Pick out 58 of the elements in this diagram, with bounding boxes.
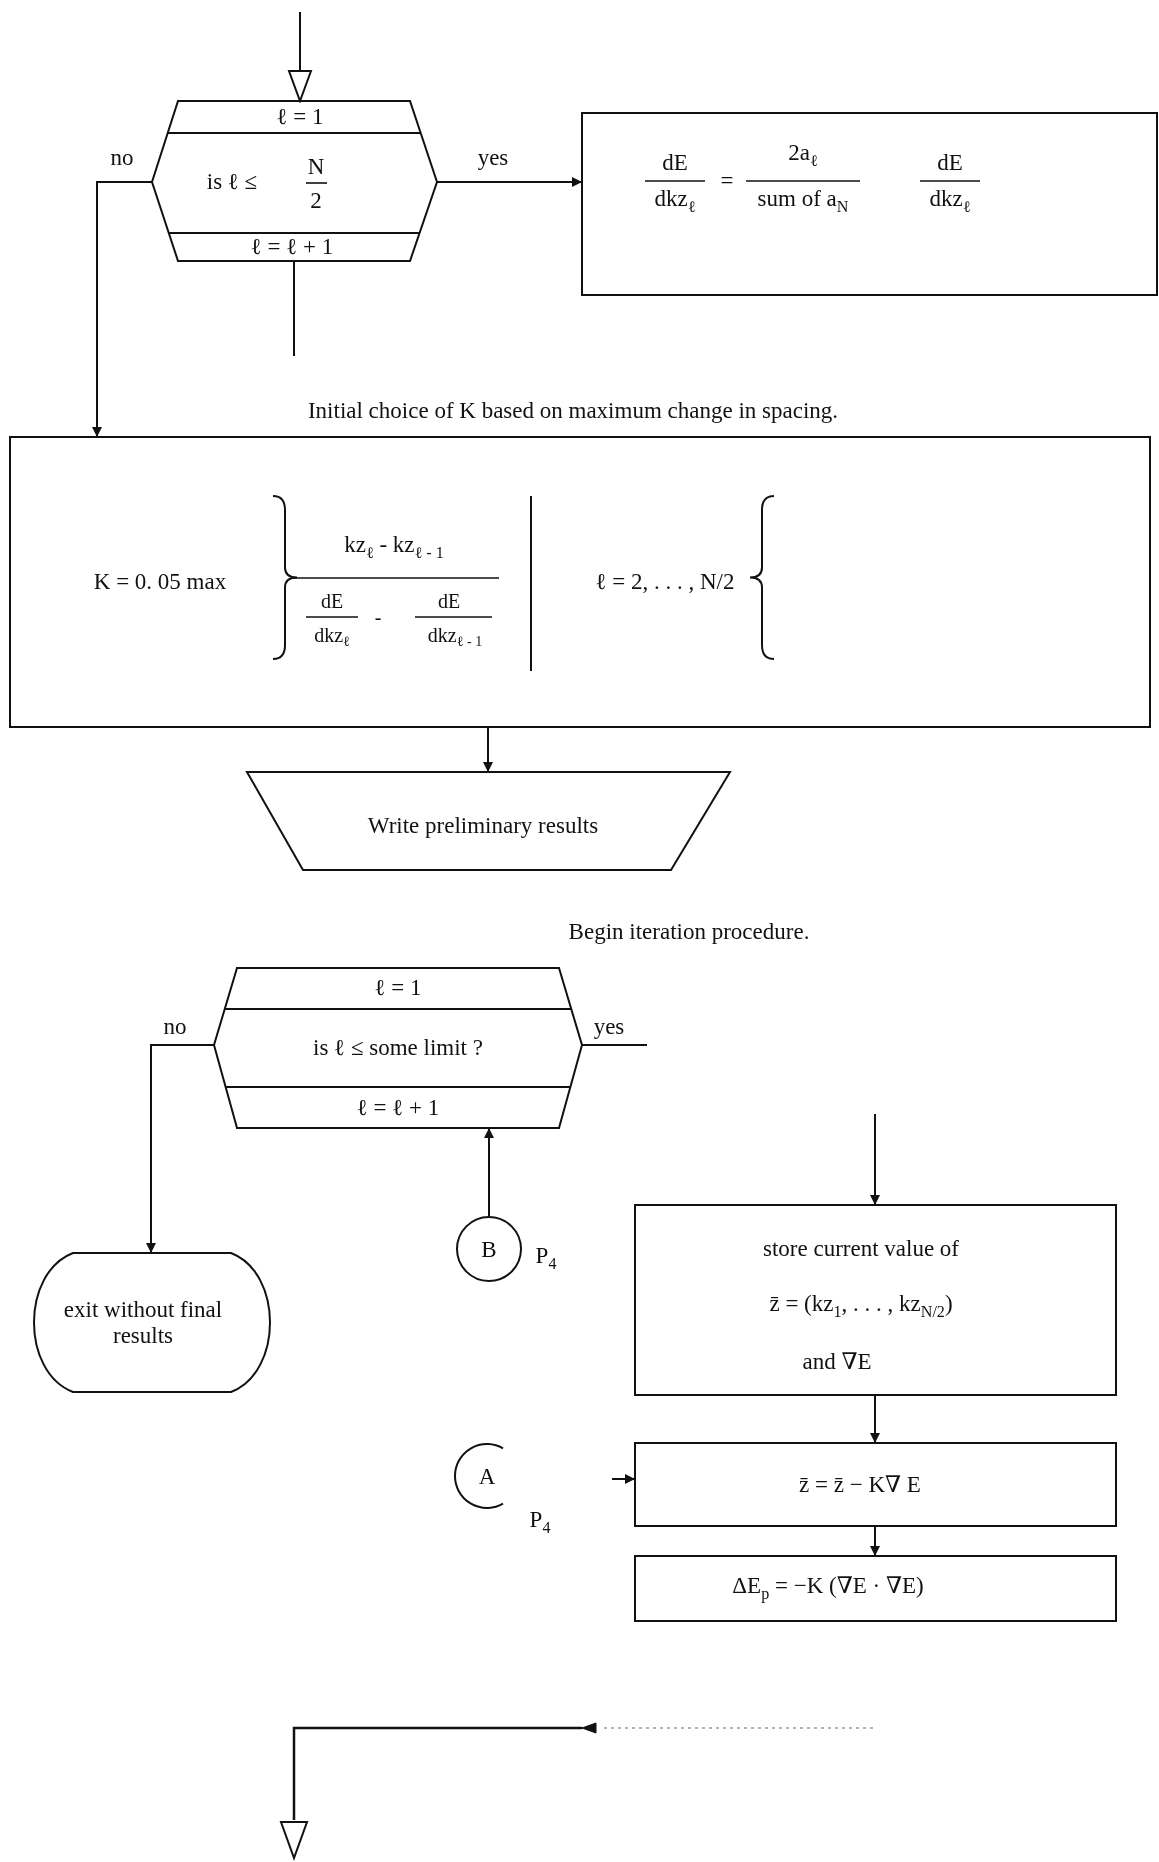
formula-text: z̄ = z̄ − K∇ E: [799, 1471, 921, 1499]
formula-text: dkz$_{ℓ - 1}$: [427, 623, 483, 651]
arrow: [436, 177, 583, 187]
formula-text: K = 0. 05 max: [93, 568, 227, 596]
arrow: [146, 1044, 215, 1254]
annotation-text: Begin iteration procedure.: [568, 918, 810, 946]
formula-text: dE: [937, 149, 963, 177]
formula-text: ΔE$_{p}$ = −K (∇E · ∇E): [732, 1572, 924, 1604]
condition-text: is ℓ ≤: [206, 168, 258, 196]
formula-text: z̄ = (kz$_{1}$, . . . , kz$_{N/2}$): [769, 1290, 953, 1322]
formula-text: dkz$_{ℓ}$: [314, 623, 350, 651]
node-text: Write preliminary results: [366, 812, 600, 840]
decision-hexagon: [214, 968, 582, 1128]
connector-line: [293, 260, 295, 357]
formula-text: dE: [437, 589, 461, 613]
formula-text: ℓ = 2, . . . , N/2: [595, 568, 735, 596]
decision-hexagon: [152, 101, 437, 261]
formula-text: and ∇E: [802, 1348, 872, 1376]
formula-text: dkz$_{ℓ}$: [929, 185, 971, 217]
condition-text: ℓ = ℓ + 1: [356, 1094, 440, 1122]
node-text: exit without final results: [62, 1296, 224, 1350]
formula-text: dkz$_{ℓ}$: [654, 185, 696, 217]
formula-text: kz$_{ℓ}$ - kz$_{ℓ - 1}$: [344, 531, 444, 563]
process-box: [635, 1556, 1116, 1621]
condition-text: ℓ = 1: [276, 103, 324, 131]
arrow: [870, 1113, 880, 1206]
formula-text: store current value of: [762, 1235, 960, 1263]
output-trapezoid: [247, 772, 730, 870]
formula-text: dE: [662, 149, 688, 177]
arrow: [484, 1127, 494, 1217]
arrow: [870, 1394, 880, 1444]
formula-text: sum of a$_{N}$: [757, 185, 849, 217]
condition-text: is ℓ ≤ some limit ?: [313, 1034, 483, 1062]
process-box: [635, 1205, 1116, 1395]
arrow: [483, 726, 493, 773]
connector-line: [581, 1044, 648, 1046]
process-box: [635, 1443, 1116, 1526]
formula-text: 2a$_{ℓ}$: [788, 139, 818, 171]
condition-text: N: [307, 153, 325, 181]
page-reference: P$_{4}$: [535, 1242, 557, 1274]
condition-text: ℓ = ℓ + 1: [250, 233, 334, 261]
annotation-text: Initial choice of K based on maximum change in spacing.: [307, 397, 839, 425]
formula-text: dE: [320, 589, 344, 613]
formula-text: -: [374, 605, 382, 629]
connector-letter: B: [481, 1236, 497, 1264]
connector-circle: [456, 1216, 522, 1282]
arrow: [611, 1474, 636, 1484]
formula-text: =: [720, 167, 734, 195]
terminal-shape: [33, 1253, 271, 1392]
condition-text: ℓ = 1: [374, 974, 422, 1002]
process-box: [10, 437, 1150, 727]
process-box: [582, 113, 1157, 295]
page-reference: P$_{4}$: [529, 1506, 551, 1538]
arrow: [92, 181, 153, 438]
arrow: [870, 1525, 880, 1557]
condition-text: 2: [310, 187, 322, 215]
arrow: [288, 11, 312, 102]
connector-letter: A: [478, 1463, 496, 1491]
